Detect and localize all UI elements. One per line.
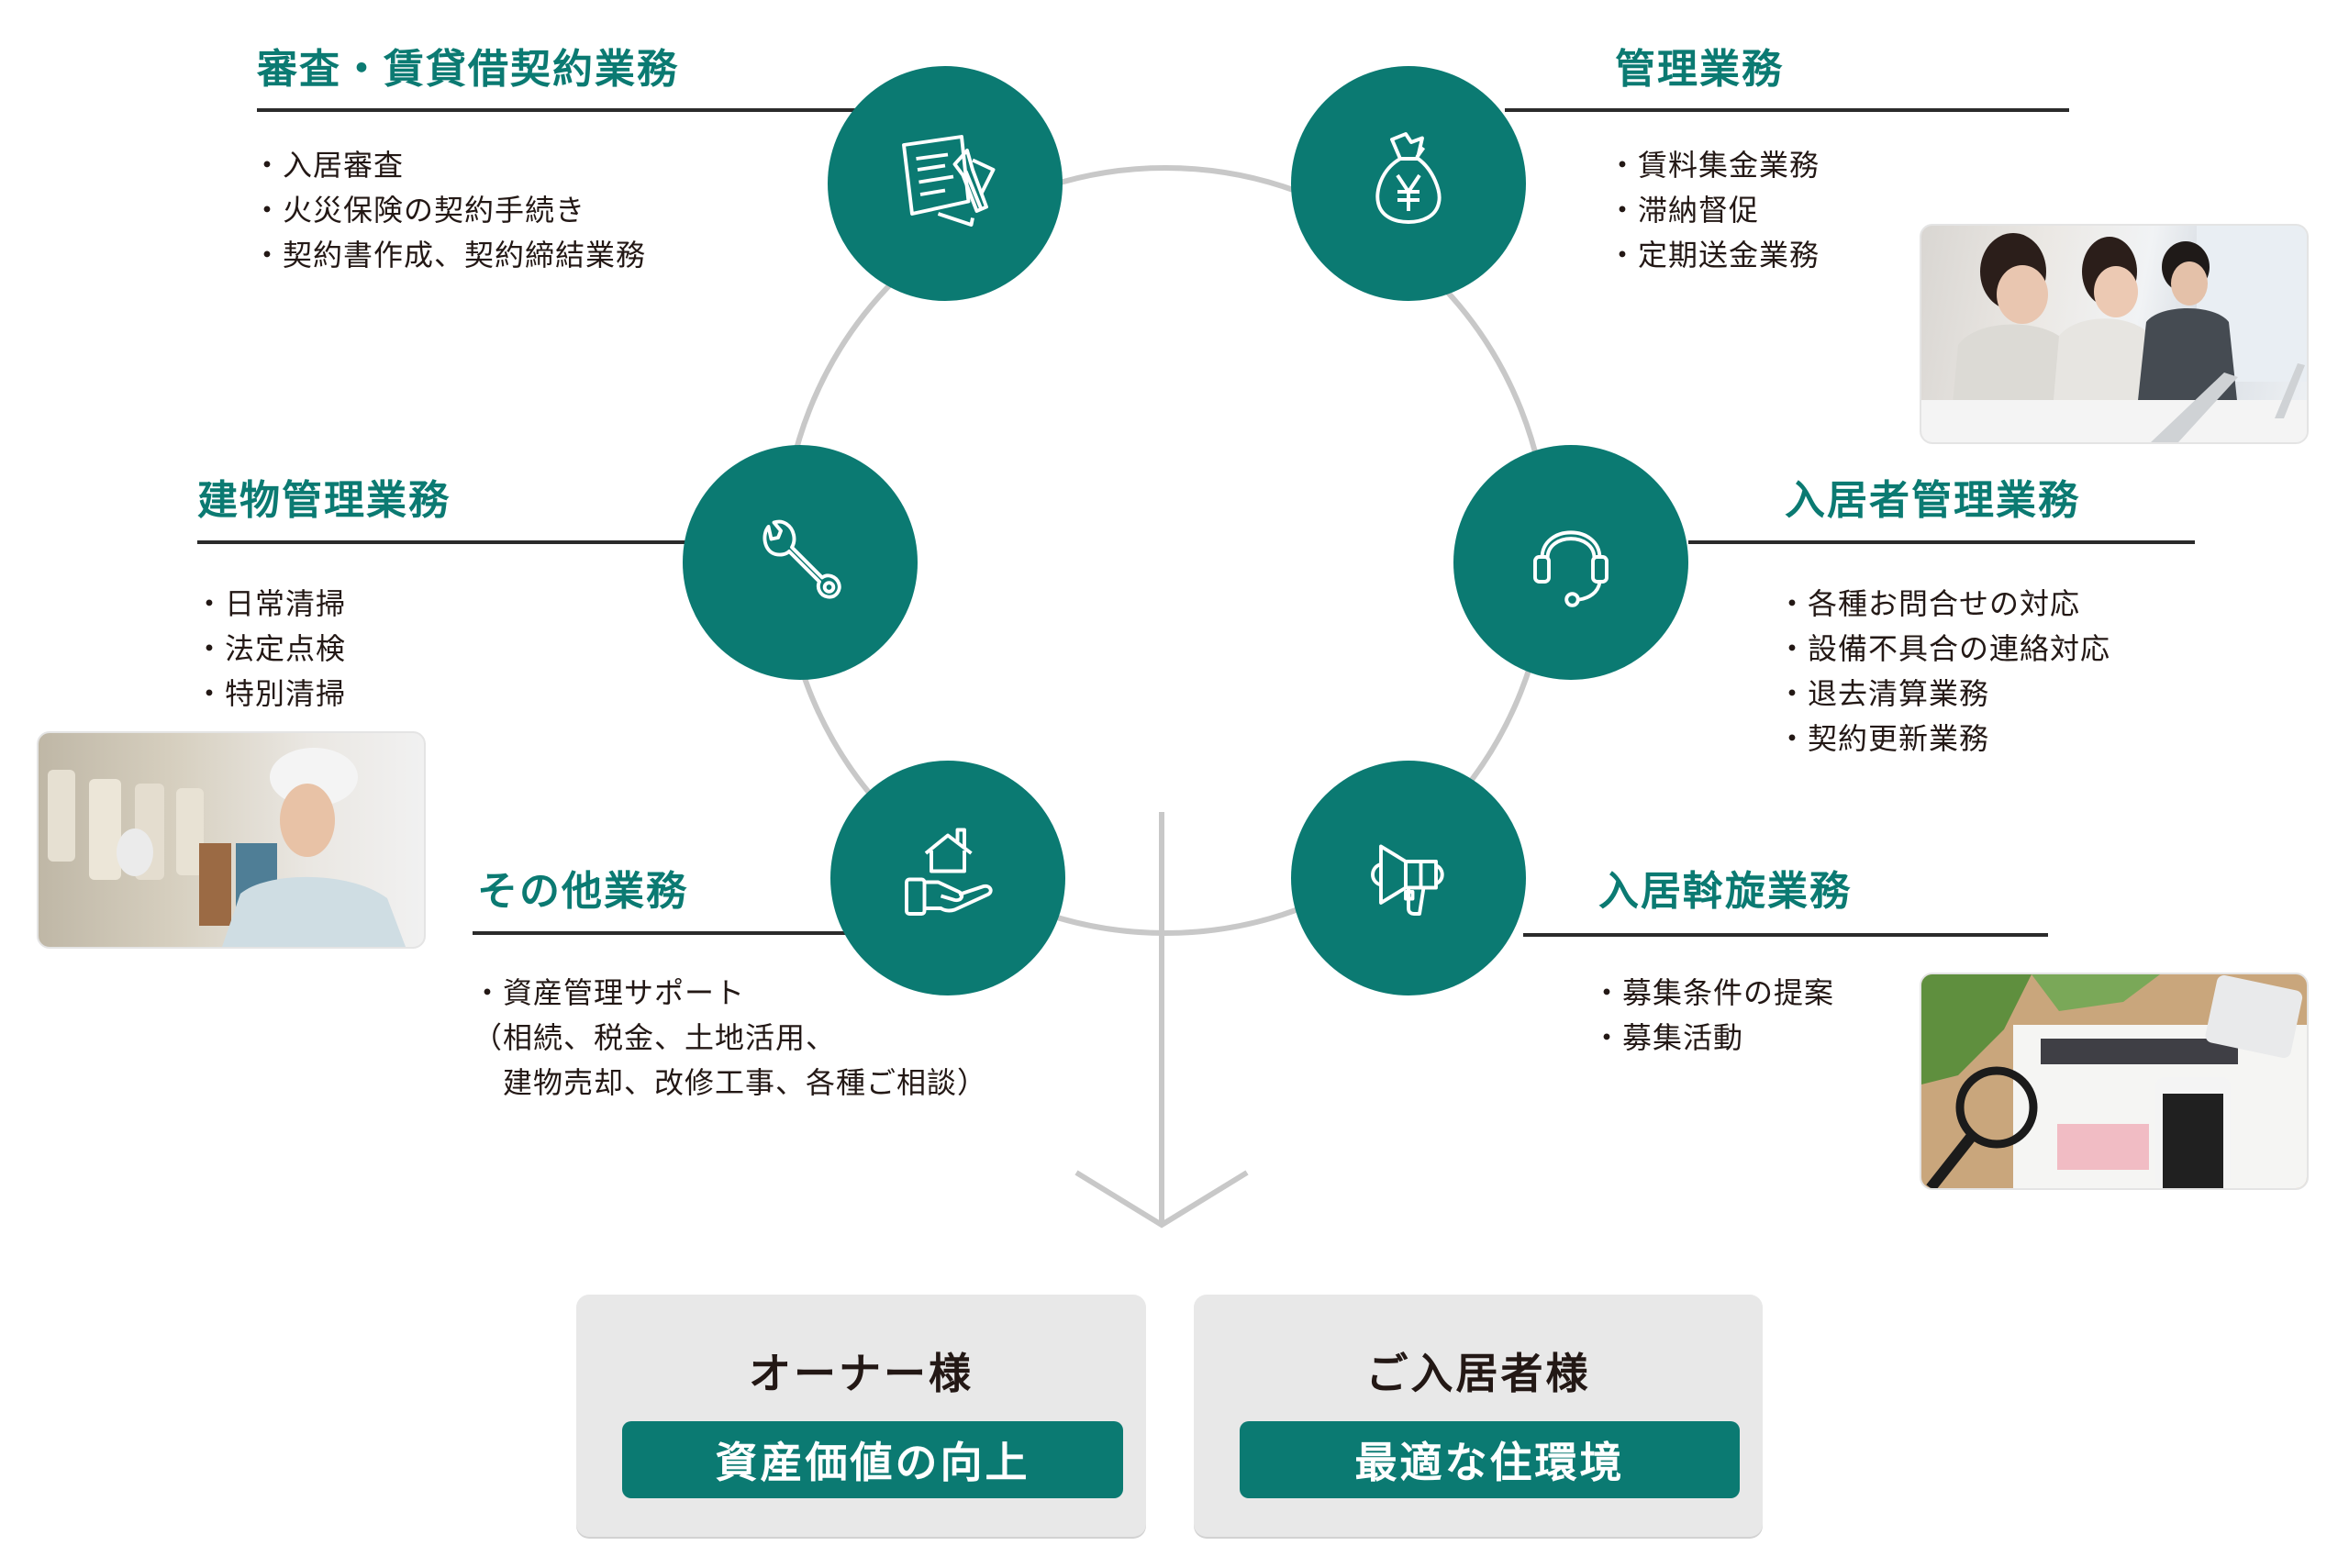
- list-item: ・契約書作成、契約締結業務: [252, 238, 647, 272]
- maintenance-worker-illustration: [48, 748, 406, 947]
- list-item: ・法定点検: [195, 631, 347, 666]
- list-item: ・賃料集金業務: [1608, 148, 1820, 183]
- list-item: ・各種お問合せの対応: [1777, 586, 2081, 621]
- divider: [197, 540, 697, 544]
- management-item-list: ・賃料集金業務 ・滞納督促 ・定期送金業務: [1608, 143, 1820, 278]
- building-item-list: ・日常清掃 ・法定点検 ・特別清掃: [195, 582, 346, 717]
- list-item: ・設備不具合の連絡対応: [1777, 631, 2111, 666]
- leasing-item-list: ・募集条件の提案 ・募集活動: [1592, 971, 1834, 1061]
- list-item: ・特別清掃: [195, 676, 347, 711]
- money-bag-yen-icon: [1375, 132, 1442, 224]
- section-title-other: その他業務: [477, 868, 688, 915]
- section-title-tenant: 入居者管理業務: [1785, 477, 2080, 524]
- wrench-icon: [763, 519, 841, 599]
- management-icon-circle: [1291, 66, 1526, 301]
- owner-value-badge: 資産価値の向上: [622, 1421, 1123, 1498]
- section-title-building: 建物管理業務: [197, 477, 451, 524]
- tenant-label: ご入居者様: [1365, 1349, 1591, 1398]
- document-pencil-icon: [902, 135, 996, 227]
- list-item: ・資産管理サポート: [473, 975, 746, 1010]
- tenant-icon-circle: [1453, 445, 1688, 680]
- building-icon-circle: [683, 445, 918, 680]
- call-center-photo: [1920, 224, 2309, 444]
- house-in-hand-icon: [905, 828, 993, 916]
- megaphone-icon: [1371, 844, 1444, 916]
- headset-icon: [1533, 530, 1609, 607]
- section-title-contract: 審査・賃貸借契約業務: [257, 46, 679, 93]
- divider: [473, 931, 849, 935]
- divider: [1505, 108, 2069, 112]
- tenant-value-badge: 最適な住環境: [1240, 1421, 1740, 1498]
- list-item: ・日常清掃: [195, 586, 347, 621]
- list-item: ・入居審査: [252, 148, 405, 183]
- contract-icon-circle: [828, 66, 1063, 301]
- down-arrow-icon: [1074, 812, 1249, 1229]
- maintenance-photo: [37, 731, 426, 949]
- list-item: ・火災保険の契約手続き: [252, 193, 586, 228]
- divider: [257, 108, 863, 112]
- list-item: ・滞納督促: [1608, 193, 1760, 228]
- tenant-item-list: ・各種お問合せの対応 ・設備不具合の連絡対応 ・退去清算業務 ・契約更新業務: [1777, 582, 2110, 762]
- contract-item-list: ・入居審査 ・火災保険の契約手続き ・契約書作成、契約締結業務: [252, 143, 646, 278]
- other-icon-circle: [830, 761, 1065, 995]
- divider: [1523, 933, 2048, 937]
- tenant-outcome-box: ご入居者様 最適な住環境: [1194, 1295, 1763, 1537]
- owner-outcome-box: オーナー様 資産価値の向上: [576, 1295, 1146, 1537]
- call-center-staff-illustration: [1921, 226, 2307, 442]
- list-item: ・募集条件の提案: [1592, 975, 1835, 1010]
- owner-label: オーナー様: [749, 1349, 974, 1398]
- divider: [1688, 540, 2195, 544]
- leasing-icon-circle: [1291, 761, 1526, 995]
- other-item-list: ・資産管理サポート （相続、税金、土地活用、 建物売却、改修工事、各種ご相談）: [473, 971, 987, 1106]
- section-title-leasing: 入居斡旋業務: [1598, 868, 1852, 915]
- list-item: ・契約更新業務: [1777, 721, 1990, 756]
- section-title-management: 管理業務: [1615, 46, 1784, 93]
- listing-photo: [1920, 973, 2309, 1190]
- list-item: ・定期送金業務: [1608, 238, 1820, 272]
- list-item: ・募集活動: [1592, 1020, 1744, 1055]
- rental-listing-illustration: [1921, 974, 2307, 1188]
- list-item: ・退去清算業務: [1777, 676, 1990, 711]
- list-item: 建物売却、改修工事、各種ご相談）: [473, 1065, 988, 1100]
- list-item: （相続、税金、土地活用、: [473, 1020, 837, 1055]
